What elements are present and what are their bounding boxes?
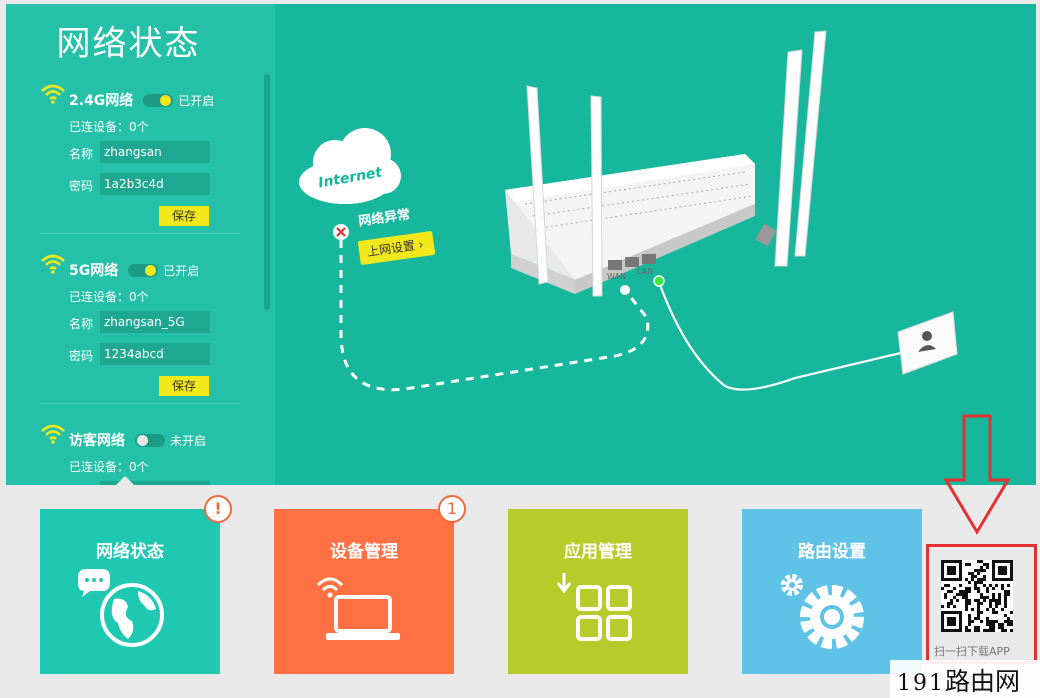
- arrow-down-icon: [943, 414, 1011, 535]
- wifi-5g-name-label: 名称: [69, 317, 94, 331]
- site-watermark: 191路由网: [897, 662, 1020, 698]
- wifi-24g-devices: 已连设备：0个: [69, 120, 149, 134]
- wifi-24g-ssid-field[interactable]: zhangsan: [100, 141, 210, 163]
- laptop-icon: [316, 577, 400, 640]
- app-grid-icon: [556, 573, 632, 641]
- topology-illustration: WAN LAN: [299, 30, 958, 392]
- wifi-icon: [41, 254, 65, 274]
- wifi-24g-password-field[interactable]: 1a2b3c4d: [100, 173, 210, 195]
- router-image: WAN LAN: [505, 30, 827, 297]
- guest-wifi-devices: 已连设备：0个: [69, 460, 149, 474]
- watermark-number: 191: [897, 671, 945, 696]
- guest-wifi-toggle[interactable]: [135, 433, 165, 447]
- guest-wifi-name: 访客网络: [69, 433, 125, 449]
- wifi-24g-save-button[interactable]: 保存: [159, 206, 209, 226]
- network-topology-diagram: WAN LAN Internet 网络异常 上网设置 ›: [275, 4, 1036, 485]
- guest-wifi-status: 未开启: [170, 433, 207, 448]
- panel-title: 网络状态: [56, 24, 201, 64]
- chevron-right-icon: ›: [417, 237, 425, 252]
- wifi-5g-devices: 已连设备：0个: [69, 290, 149, 304]
- wifi-5g-password-field[interactable]: 1234abcd: [100, 343, 210, 365]
- section-divider: [40, 403, 240, 404]
- wifi-5g-ssid-field[interactable]: zhangsan_5G: [100, 311, 210, 333]
- tile-label: 应用管理: [564, 542, 632, 562]
- wifi-24g-pwd-label: 密码: [69, 179, 94, 193]
- wifi-24g-name: 2.4G网络: [69, 93, 134, 109]
- panel-pointer: [116, 476, 134, 485]
- qr-caption: 扫一扫下载APP: [934, 645, 1010, 658]
- wan-port-label: WAN: [607, 272, 626, 281]
- tile-label: 网络状态: [96, 542, 164, 562]
- network-status-panel: 网络状态 2.4G网络 已开启 已连设备：0个 名称 zhangsan 密码 1…: [6, 4, 275, 485]
- setup-button-label: 上网设置: [366, 238, 416, 260]
- lan-port-label: LAN: [637, 267, 653, 276]
- tile-device-management[interactable]: 设备管理 1: [274, 495, 466, 674]
- wifi-5g-save-button[interactable]: 保存: [159, 376, 209, 396]
- alert-badge: !: [204, 495, 232, 523]
- internet-cloud-icon: [299, 128, 401, 204]
- qr-code-image[interactable]: [941, 560, 1013, 632]
- wifi-24g-name-label: 名称: [69, 147, 94, 161]
- watermark-background: [890, 660, 1040, 698]
- wifi-icon: [41, 84, 65, 104]
- tile-network-status[interactable]: 网络状态 !: [40, 495, 232, 674]
- guest-wifi-ssid-field[interactable]: [100, 481, 210, 485]
- wifi-24g-toggle[interactable]: [143, 93, 174, 107]
- client-device-icon: [897, 311, 958, 375]
- wifi-24g-status: 已开启: [178, 93, 215, 108]
- tile-router-settings[interactable]: 路由设置: [742, 509, 922, 674]
- wifi-5g-name: 5G网络: [69, 263, 119, 279]
- count-badge: 1: [438, 495, 466, 523]
- tile-label: 路由设置: [798, 542, 866, 562]
- wifi-5g-pwd-label: 密码: [69, 349, 94, 363]
- section-divider: [40, 233, 240, 234]
- lan-cable: [657, 281, 906, 391]
- gear-icon: [781, 574, 864, 649]
- tile-app-management[interactable]: 应用管理: [508, 509, 688, 674]
- globe-icon: [78, 569, 164, 647]
- wifi-5g-toggle[interactable]: [128, 263, 159, 277]
- panel-scrollbar[interactable]: [264, 74, 270, 310]
- watermark-label: 路由网: [945, 667, 1021, 696]
- tile-label: 设备管理: [330, 542, 398, 562]
- wifi-icon: [41, 424, 65, 444]
- error-icon: [333, 224, 349, 240]
- wifi-5g-status: 已开启: [163, 263, 200, 278]
